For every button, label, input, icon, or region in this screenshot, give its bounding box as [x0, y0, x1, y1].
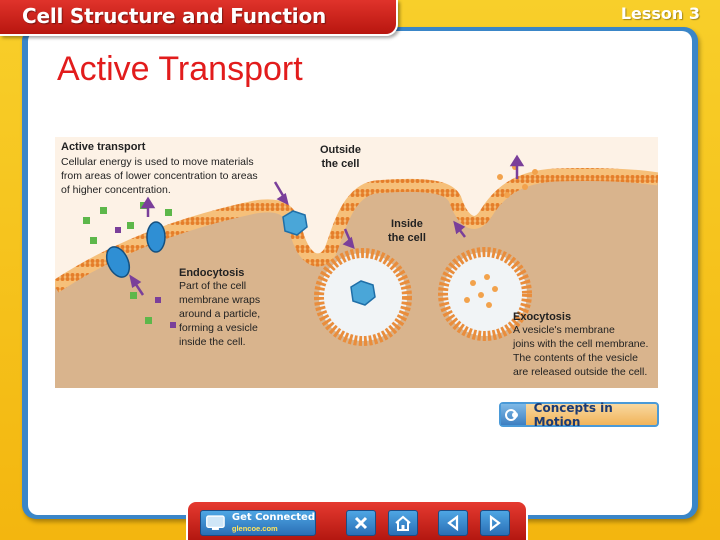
active-transport-title: Active transport	[61, 141, 146, 153]
concepts-in-motion-label: Concepts in Motion	[533, 400, 613, 429]
active-transport-description: Cellular energy is used to move material…	[61, 156, 258, 196]
title-tab: Cell Structure and Function	[0, 0, 398, 36]
previous-icon	[447, 515, 459, 531]
close-button[interactable]	[346, 510, 376, 536]
concepts-in-motion-button[interactable]: Concepts in Motion	[499, 400, 659, 429]
next-icon	[489, 515, 501, 531]
membrane-illustration	[55, 154, 658, 388]
inside-cell-label: Inside the cell	[388, 218, 426, 244]
lesson-label: Lesson 3	[620, 4, 700, 23]
get-connected-site: glencoe.com	[231, 524, 278, 533]
outside-cell-label: Outside the cell	[320, 144, 361, 170]
endocytosis-title: Endocytosis	[179, 267, 245, 279]
home-icon	[395, 515, 411, 531]
close-icon	[354, 516, 368, 530]
next-button[interactable]	[480, 510, 510, 536]
exocytosis-title: Exocytosis	[513, 311, 572, 323]
particle	[282, 210, 308, 236]
get-connected-label: Get Connected	[231, 512, 315, 523]
slide-heading: Active Transport	[57, 50, 303, 88]
chapter-title: Cell Structure and Function	[22, 4, 327, 28]
previous-button[interactable]	[438, 510, 468, 536]
purple-molecules	[115, 227, 176, 328]
exocytosis-block: Exocytosis A vesicle's membrane joins wi…	[513, 311, 649, 378]
cell-membrane	[55, 167, 658, 293]
vesicle-contents	[464, 274, 498, 308]
endocytosis-block: Endocytosis Part of the cell membrane wr…	[179, 267, 261, 348]
get-connected-button[interactable]: Get Connected glencoe.com	[200, 510, 316, 536]
home-button[interactable]	[388, 510, 418, 536]
vesicle-particle	[350, 280, 376, 306]
arrows	[129, 154, 525, 296]
computer-icon	[206, 515, 225, 530]
transport-protein	[105, 246, 131, 278]
exocytosis-vesicle	[438, 247, 532, 341]
bottom-navbar: Get Connected glencoe.com	[186, 500, 528, 540]
concepts-in-motion-icon	[501, 404, 526, 425]
transport-protein-2	[146, 221, 166, 253]
active-transport-figure: Active transport Cellular energy is used…	[55, 137, 658, 388]
